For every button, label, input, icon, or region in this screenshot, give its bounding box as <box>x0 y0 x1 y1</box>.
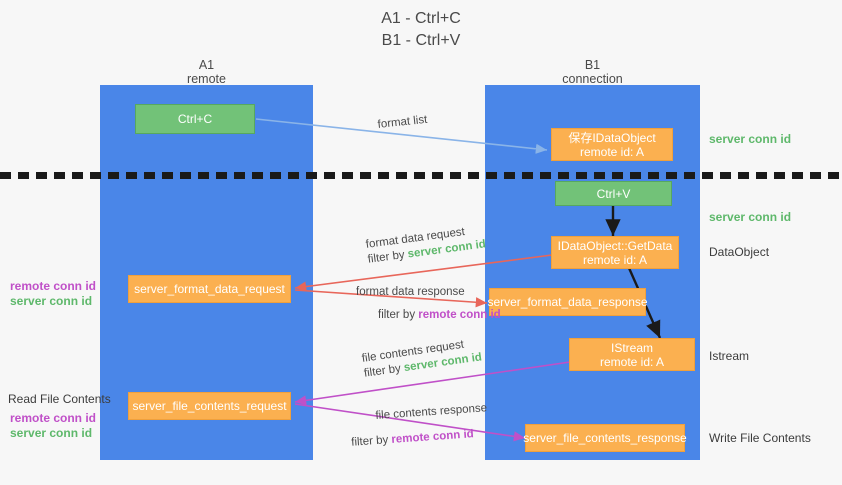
node-ctrl-c-label: Ctrl+C <box>177 112 213 126</box>
arrow-format-data-response <box>294 289 488 308</box>
node-server-format-data-response-label: server_format_data_response <box>487 295 648 309</box>
arrow-format-data-request <box>294 254 553 292</box>
node-istream[interactable]: IStream remote id: A <box>569 338 695 371</box>
right-label-server-conn-id-mid: server conn id <box>709 210 792 224</box>
node-server-file-contents-response-label: server_file_contents_response <box>523 431 687 445</box>
diagram-title: A1 - Ctrl+C B1 - Ctrl+V <box>0 8 842 52</box>
left-label-read-file-contents: Read File Contents <box>8 392 111 406</box>
arrow-file-contents-response <box>294 403 526 442</box>
node-getdata-line2: remote id: A <box>582 252 648 267</box>
right-label-server-conn-id-top: server conn id <box>709 132 792 146</box>
title-line-1: A1 - Ctrl+C <box>381 10 461 27</box>
edge-label-file-contents-response: file contents response filter by remote … <box>351 401 489 449</box>
node-server-file-contents-request-label: server_file_contents_request <box>132 399 287 413</box>
lane-header-b1: B1 connection <box>485 58 700 86</box>
lane-header-a1: A1 remote <box>100 58 313 86</box>
right-label-istream: Istream <box>709 349 750 363</box>
node-getdata-line1: IDataObject::GetData <box>557 238 673 253</box>
filter-prefix: filter by <box>367 248 409 266</box>
node-server-file-contents-response[interactable]: server_file_contents_response <box>523 424 687 452</box>
left-label-server-conn-id-2: server conn id <box>10 426 93 440</box>
node-server-file-contents-request[interactable]: server_file_contents_request <box>128 392 291 420</box>
node-ctrl-c[interactable]: Ctrl+C <box>135 104 255 134</box>
node-server-format-data-response[interactable]: server_format_data_response <box>487 288 648 316</box>
left-label-remote-conn-id-1: remote conn id <box>10 279 97 293</box>
edge-label-format-data-response-text: format data response <box>356 286 465 298</box>
node-getdata[interactable]: IDataObject::GetData remote id: A <box>551 236 679 269</box>
filter-prefix: filter by <box>350 433 392 449</box>
edge-label-format-data-response: format data response filter by remote co… <box>356 285 501 323</box>
left-label-remote-conn-id-2: remote conn id <box>10 411 97 425</box>
lane-a1-sub: remote <box>187 72 226 86</box>
lane-a1-name: A1 <box>198 58 215 72</box>
right-label-dataobject: DataObject <box>709 245 770 259</box>
node-ctrl-v[interactable]: Ctrl+V <box>555 181 672 206</box>
node-server-format-data-request-label: server_format_data_request <box>134 282 285 296</box>
filter-prefix: filter by <box>378 309 419 321</box>
node-save-idataobject-line1: 保存IDataObject <box>568 130 656 145</box>
node-save-idataobject-line2: remote id: A <box>579 144 645 159</box>
title-line-2: B1 - Ctrl+V <box>381 32 461 49</box>
arrow-file-contents-request <box>294 361 571 406</box>
edge-label-format-data-response-filter: filter by remote conn id <box>356 308 501 323</box>
node-server-format-data-request[interactable]: server_format_data_request <box>128 275 291 303</box>
filter-value-remote-conn-id: remote conn id <box>418 309 501 321</box>
node-save-idataobject[interactable]: 保存IDataObject remote id: A <box>551 128 673 161</box>
left-label-server-conn-id-1: server conn id <box>10 294 93 308</box>
node-istream-line1: IStream <box>610 340 653 355</box>
right-label-write-file-contents: Write File Contents <box>709 431 811 445</box>
lane-b1-name: B1 <box>584 58 601 72</box>
edge-label-format-list-text: format list <box>377 113 428 131</box>
dashed-divider <box>0 172 842 179</box>
lane-b1-sub: connection <box>562 72 623 86</box>
node-istream-line2: remote id: A <box>599 354 665 369</box>
arrow-format-list <box>255 118 548 154</box>
node-ctrl-v-label: Ctrl+V <box>596 186 631 201</box>
